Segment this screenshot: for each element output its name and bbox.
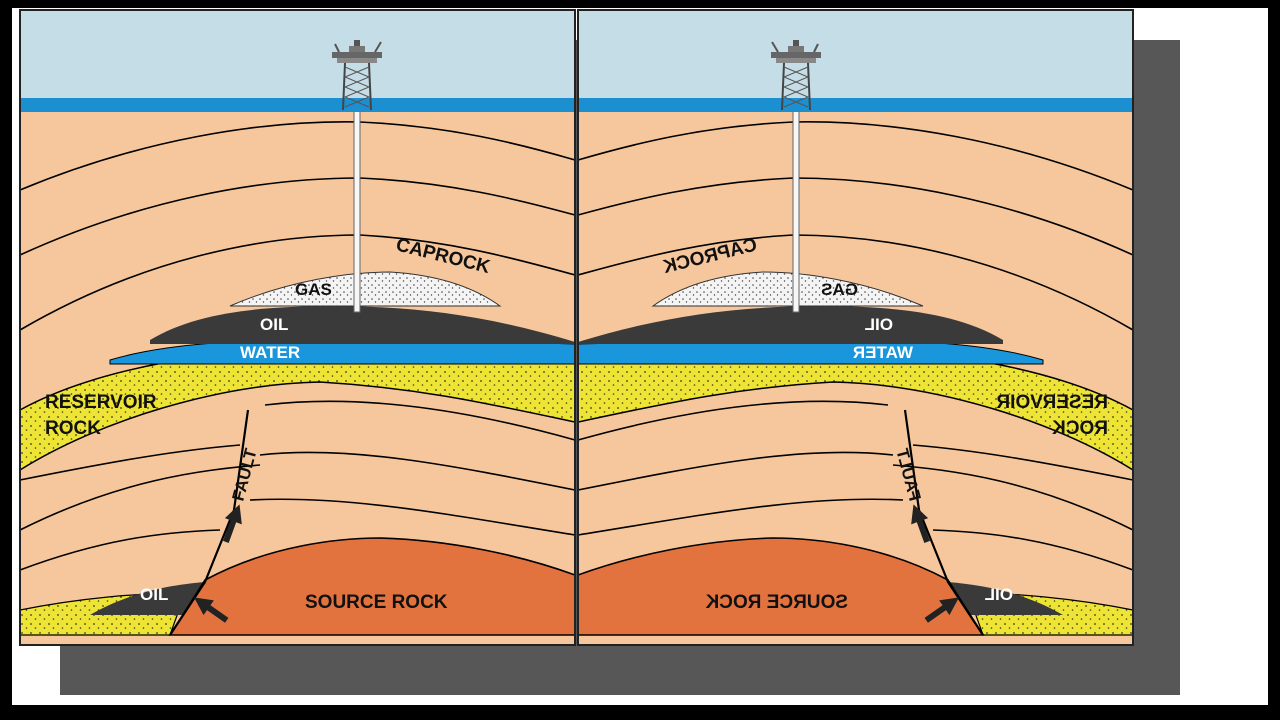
reservoir-label-line2: ROCK [45,418,101,439]
source-rock-label: SOURCE ROCK [705,592,848,613]
reservoir-label-line2: ROCK [1052,418,1108,439]
lower-oil-label: OIL [985,585,1013,604]
gas-label: GAS [295,280,332,299]
oil-label: OIL [260,315,288,334]
gas-label: GAS [821,280,858,299]
lower-oil-label: OIL [140,585,168,604]
water-label: WATER [240,343,300,362]
original-cross-section: GAS CAPROCK OIL WATER RESERVOIR ROCK FAU… [18,8,577,647]
source-rock-label: SOURCE ROCK [305,592,448,613]
oil-label: OIL [865,315,893,334]
reservoir-label-line1: RESERVOIR [996,392,1108,413]
water-label: WATER [853,343,913,362]
mirrored-cross-section: GAS CAPROCK OIL WATER RESERVOIR ROCK FAU… [576,8,1135,647]
reservoir-label-line1: RESERVOIR [45,392,157,413]
